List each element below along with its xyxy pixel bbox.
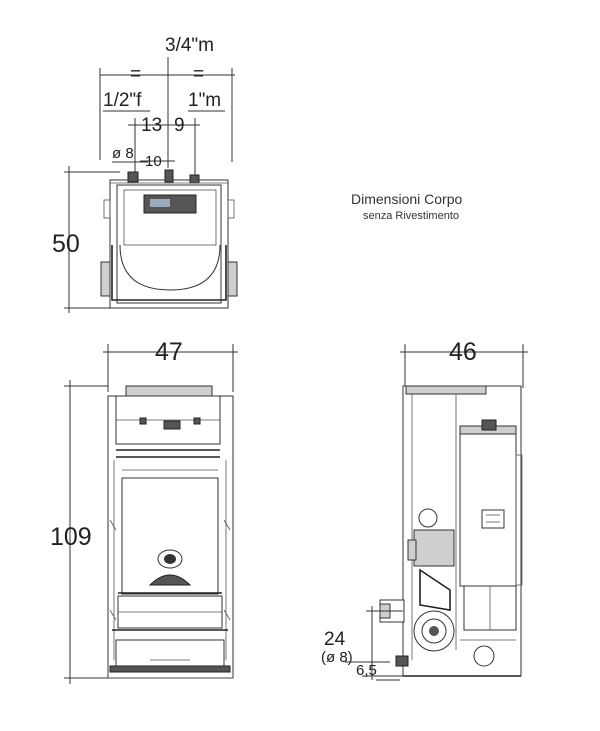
diameter-8-label: ø 8 xyxy=(112,145,134,162)
front-view: 47 109 xyxy=(50,338,238,684)
flue-offset-label: 6,5 xyxy=(356,662,377,679)
fitting-top-label: 3/4"m xyxy=(165,35,214,56)
caption-subtitle: senza Rivestimento xyxy=(363,210,459,222)
top-view: 3/4"m = = 1/2"f 1"m 13 9 ø 8 10 50 xyxy=(52,35,238,313)
fitting-right-label: 1"m xyxy=(188,90,221,111)
front-width-label: 47 xyxy=(155,338,183,366)
side-depth-label: 46 xyxy=(449,338,477,366)
side-view: 46 24 (ø 8) 6,5 xyxy=(321,338,528,681)
caption-title: Dimensioni Corpo xyxy=(351,191,462,207)
flue-diameter-label: (ø 8) xyxy=(321,649,353,666)
dim-9-label: 9 xyxy=(174,115,185,136)
top-depth-label: 50 xyxy=(52,230,80,258)
equal-left-label: = xyxy=(130,64,141,85)
equal-right-label: = xyxy=(193,64,204,85)
front-height-label: 109 xyxy=(50,523,92,551)
dim-13-label: 13 xyxy=(141,115,162,136)
flue-height-label: 24 xyxy=(324,629,346,650)
dim-10-label: 10 xyxy=(145,153,162,170)
fitting-left-label: 1/2"f xyxy=(103,90,142,111)
